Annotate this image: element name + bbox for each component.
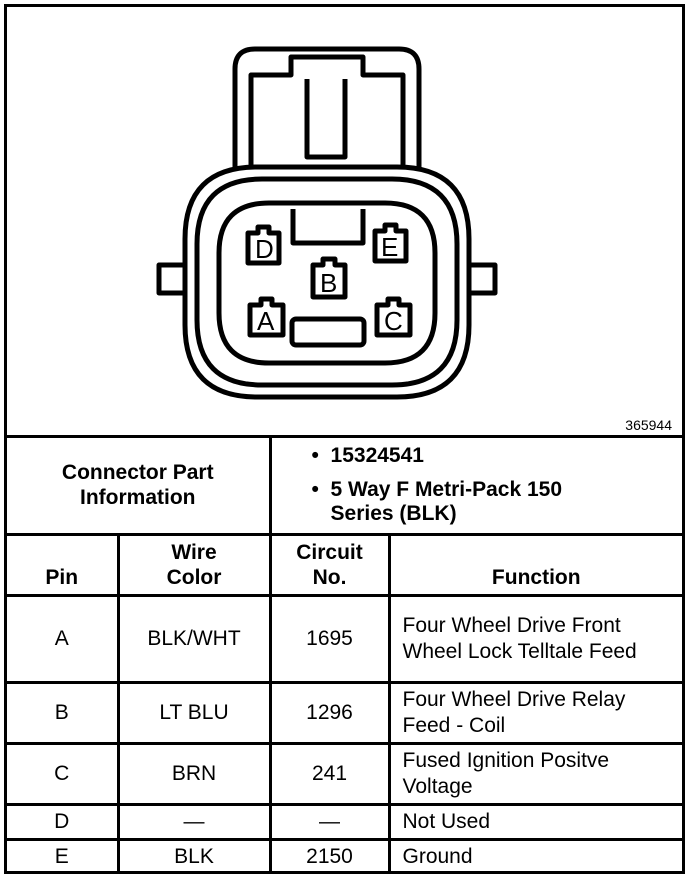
wire-color-cell: BLK/WHT <box>116 593 272 684</box>
pin-c-cavity <box>374 296 413 338</box>
pin-a-label: A <box>257 306 275 336</box>
figure-id: 365944 <box>625 417 672 433</box>
pin-e-cavity <box>372 222 409 264</box>
circuit-cell: — <box>268 802 391 841</box>
circuit-cell: 1695 <box>268 593 391 684</box>
pin-d-cavity <box>245 224 282 266</box>
function-cell: Fused Ignition Positve Voltage <box>387 741 682 806</box>
table-row: A BLK/WHT 1695 Four Wheel Drive Front Wh… <box>7 593 682 684</box>
connector-face <box>216 200 438 366</box>
pin-cell: B <box>7 680 120 745</box>
header-function: Function <box>387 532 682 597</box>
pin-b-cavity <box>310 256 348 300</box>
table-row: D — — Not Used <box>7 802 682 841</box>
part-info-row: Connector Part Information • 15324541 • … <box>7 438 682 536</box>
header-circuit-no: Circuit No. <box>268 532 391 597</box>
part-info-label: Connector Part Information <box>7 438 272 536</box>
function-cell: Four Wheel Drive Relay Feed - Coil <box>387 680 682 745</box>
table-row: E BLK 2150 Ground <box>7 837 682 873</box>
header-row: Pin Wire Color Circuit No. Function <box>7 532 682 597</box>
connector-sheet: D E B A C 365944 Connector Part Informat… <box>4 4 685 874</box>
circuit-cell: 241 <box>268 741 391 806</box>
header-pin: Pin <box>7 532 120 597</box>
part-description: • 5 Way F Metri-Pack 150 Series (BLK) <box>311 478 563 526</box>
wire-color-cell: BLK <box>116 837 272 873</box>
wire-color-cell: BRN <box>116 741 272 806</box>
connector-latch <box>232 46 422 167</box>
wire-color-cell: — <box>116 802 272 841</box>
function-cell: Not Used <box>387 802 682 841</box>
pinout-table: Connector Part Information • 15324541 • … <box>7 438 682 873</box>
circuit-cell: 2150 <box>268 837 391 873</box>
wire-color-cell: LT BLU <box>116 680 272 745</box>
pin-cell: D <box>7 802 120 841</box>
header-wire-color: Wire Color <box>116 532 272 597</box>
connector-diagram: D E B A C 365944 <box>7 7 682 438</box>
function-cell: Ground <box>387 837 682 873</box>
pin-cell: A <box>7 593 120 684</box>
pin-e-label: E <box>381 232 398 262</box>
pin-b-label: B <box>320 268 337 298</box>
connector-housing-outer <box>182 164 472 400</box>
pin-cell: E <box>7 837 120 873</box>
table-row: B LT BLU 1296 Four Wheel Drive Relay Fee… <box>7 680 682 745</box>
circuit-cell: 1296 <box>268 680 391 745</box>
pin-c-label: C <box>384 306 403 336</box>
connector-face-drawing: D E B A C <box>156 46 498 400</box>
pin-a-cavity <box>247 296 286 338</box>
part-info-details: • 15324541 • 5 Way F Metri-Pack 150 Seri… <box>268 438 682 536</box>
pin-cell: C <box>7 741 120 806</box>
part-number: • 15324541 <box>311 444 424 468</box>
function-cell: Four Wheel Drive Front Wheel Lock Tellta… <box>387 593 682 684</box>
pin-d-label: D <box>255 234 274 264</box>
table-row: C BRN 241 Fused Ignition Positve Voltage <box>7 741 682 806</box>
